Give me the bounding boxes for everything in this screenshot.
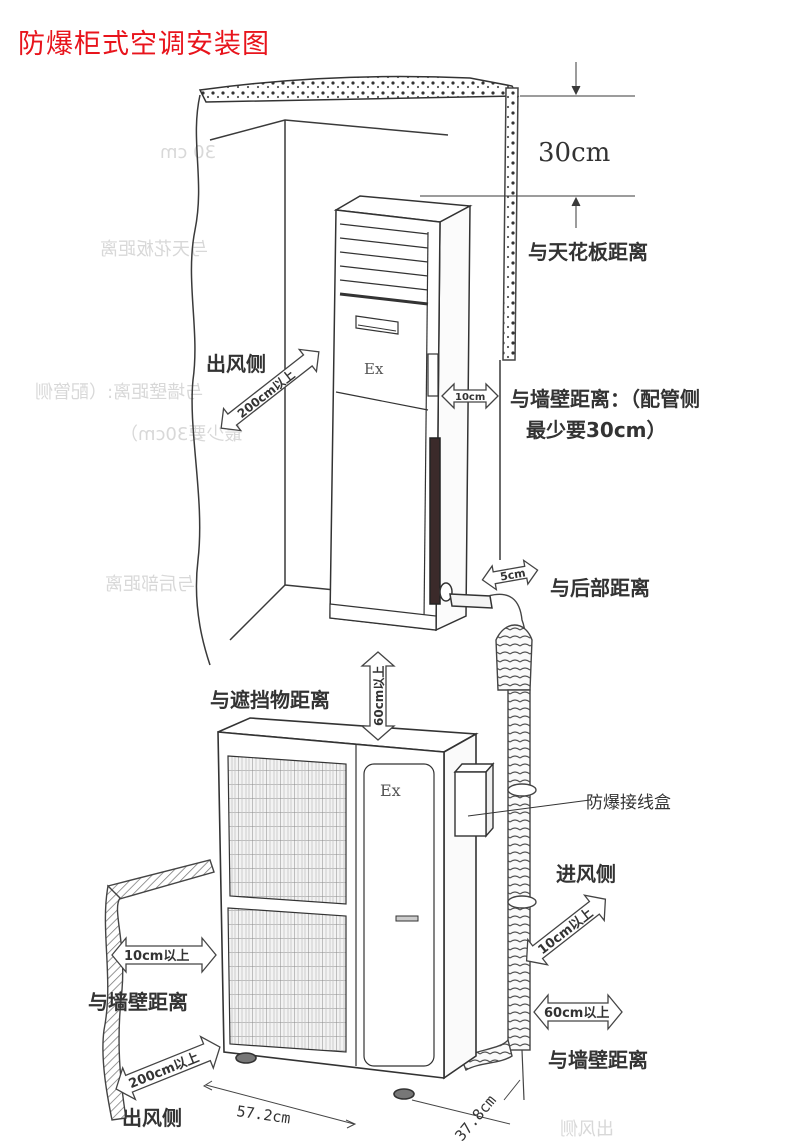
junction-box [453, 762, 591, 838]
indoor-rear-distance-label: 与后部距离 [550, 576, 650, 600]
indoor-wall-distance-arrow: 10cm [441, 382, 499, 410]
outdoor-left-wall-distance-label: 与墙壁距离 [88, 990, 188, 1014]
outdoor-obstacle-distance-label: 与遮挡物距离 [210, 688, 330, 712]
indoor-ex-mark: Ex [364, 360, 384, 378]
ceiling-dimension [420, 62, 635, 228]
svg-text:10cm以上: 10cm以上 [124, 949, 189, 964]
dimension-lines [202, 1079, 521, 1129]
outdoor-obstacle-distance-arrow: 60cm以上 [360, 651, 396, 741]
outdoor-right-wall-distance-arrow: 60cm以上 [533, 993, 623, 1031]
indoor-outlet-side-label: 出风侧 [206, 352, 266, 376]
indoor-wall-distance-note: 最少要30cm） [526, 418, 667, 442]
width-dimension: 57.2cm [235, 1102, 291, 1127]
indoor-room [190, 75, 520, 666]
outdoor-inlet-side-label: 进风侧 [556, 862, 616, 886]
outdoor-unit [217, 717, 479, 1100]
outdoor-left-wall-distance-arrow: 10cm以上 [111, 936, 217, 974]
ceiling-distance-label: 与天花板距离 [528, 240, 648, 264]
outdoor-ex-mark: Ex [380, 781, 401, 800]
indoor-unit [329, 195, 493, 632]
diagram-title: 防爆柜式空调安装图 [18, 29, 270, 60]
junction-box-label: 防爆接线盒 [586, 793, 671, 813]
svg-text:5cm: 5cm [499, 566, 527, 583]
depth-dimension: 37.8cm [451, 1091, 500, 1144]
refrigerant-piping [461, 593, 537, 1101]
svg-text:10cm以上: 10cm以上 [536, 906, 597, 958]
ceiling-distance-value: 30cm [538, 138, 611, 168]
indoor-rear-distance-arrow: 5cm [481, 558, 539, 592]
indoor-wall-distance-label: 与墙壁距离：（配管侧 [510, 387, 700, 411]
svg-text:10cm: 10cm [455, 392, 485, 403]
outdoor-outlet-side-label: 出风侧 [122, 1106, 182, 1130]
outdoor-outlet-distance-arrow: 200cm以上 [115, 1035, 221, 1101]
outdoor-right-wall-distance-label: 与墙壁距离 [548, 1048, 648, 1072]
svg-text:60cm以上: 60cm以上 [544, 1006, 609, 1021]
svg-text:60cm以上: 60cm以上 [371, 666, 386, 726]
